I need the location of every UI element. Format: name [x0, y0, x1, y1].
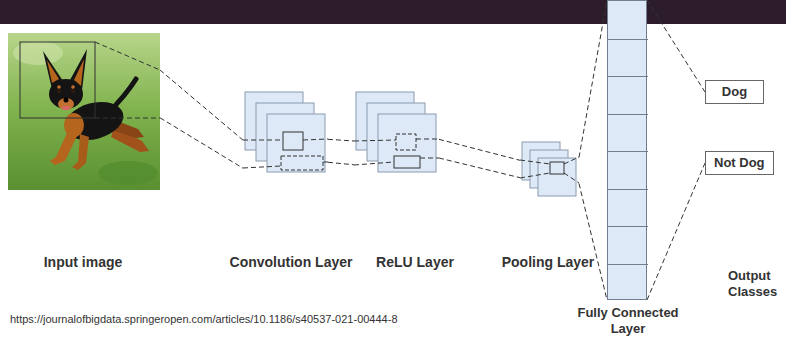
- receptive-field: [396, 134, 416, 150]
- dog-photo: [8, 33, 160, 190]
- projection-line: [243, 140, 283, 141]
- projection-line: [354, 140, 396, 141]
- receptive-field: [20, 42, 95, 118]
- feature-map-stack: [520, 140, 579, 198]
- projection-line: [354, 162, 394, 165]
- projection-line: [323, 162, 328, 163]
- projection-line: [416, 139, 439, 140]
- neuron-divider: [608, 226, 648, 227]
- neuron-divider: [608, 189, 648, 190]
- convolution-layer: Convolution Layer: [243, 90, 328, 175]
- feature-map-stack: [243, 90, 328, 175]
- neuron-divider: [608, 114, 648, 115]
- grass-background: [8, 33, 160, 190]
- layer-label: ReLU Layer: [376, 254, 454, 271]
- receptive-field: [281, 156, 323, 170]
- feature-map: [538, 158, 576, 196]
- projection-line: [564, 157, 579, 164]
- output-class-box: Dog: [705, 80, 764, 104]
- neuron-divider: [608, 151, 648, 152]
- feature-map-stack: [354, 90, 439, 175]
- receptive-field: [283, 132, 303, 150]
- dashed-line: [328, 139, 354, 165]
- projection-line: [243, 166, 281, 168]
- input-image: Input image: [8, 33, 160, 190]
- layer-label: Fully Connected Layer: [569, 305, 687, 337]
- neuron-divider: [608, 76, 648, 77]
- projection-connector: [647, 163, 705, 300]
- receptive-field: [394, 156, 420, 168]
- projection-line: [520, 160, 550, 164]
- pooling-layer: Pooling Layer: [520, 140, 579, 198]
- dashed-line: [647, 0, 705, 92]
- dashed-line: [647, 163, 705, 300]
- class-label: Dog: [714, 84, 755, 100]
- projection-line: [95, 118, 160, 119]
- feature-map: [267, 114, 325, 172]
- output-classes-heading: Output Classes: [728, 268, 784, 300]
- neuron-cells: [608, 1, 648, 301]
- fully-connected-layer: Fully Connected Layer: [607, 0, 647, 300]
- feature-map: [378, 114, 436, 172]
- output-class-box: Not Dog: [705, 151, 774, 175]
- projection-line: [520, 173, 550, 178]
- projection-connector: [439, 139, 520, 177]
- neuron-divider: [608, 264, 648, 265]
- neuron-divider: [608, 39, 648, 40]
- projection-line: [564, 173, 579, 183]
- layer-label: Convolution Layer: [230, 254, 353, 271]
- receptive-field: [550, 162, 564, 174]
- dashed-line: [160, 70, 243, 168]
- source-url: https://journalofbigdata.springeropen.co…: [10, 313, 398, 326]
- projection-connector: [160, 70, 243, 168]
- layer-label: Input image: [44, 254, 123, 271]
- projection-line: [95, 42, 160, 70]
- slide-border: [0, 0, 786, 24]
- relu-layer: ReLU Layer: [354, 90, 439, 175]
- projection-line: [420, 158, 439, 159]
- projection-connector: [328, 139, 354, 165]
- layer-label: Pooling Layer: [502, 254, 595, 271]
- projection-connector: [647, 0, 705, 92]
- class-label: Not Dog: [714, 155, 765, 171]
- projection-line: [303, 139, 328, 140]
- dashed-line: [439, 139, 520, 177]
